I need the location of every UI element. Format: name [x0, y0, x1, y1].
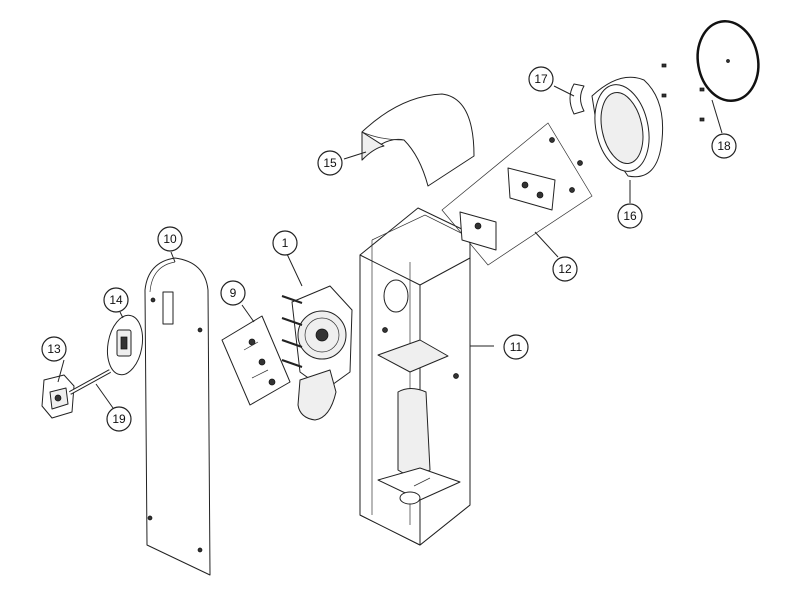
- callout-12: 12: [552, 256, 578, 282]
- callout-14-label: 14: [109, 293, 123, 307]
- callout-11-label: 11: [510, 340, 523, 354]
- callout-13-label: 13: [47, 342, 61, 356]
- part-11-cabinet: [359, 207, 471, 546]
- part-9-mounting-plate: [221, 315, 291, 406]
- callout-1-label: 1: [282, 236, 289, 250]
- part-19-rod: [69, 369, 111, 395]
- callout-10: 10: [157, 226, 183, 252]
- callout-18-label: 18: [717, 139, 731, 153]
- part-17-clip: [569, 83, 585, 115]
- callout-15: 15: [317, 150, 343, 176]
- callout-14: 14: [103, 287, 129, 313]
- part-15-top-cover: [361, 93, 475, 187]
- callout-16: 16: [617, 203, 643, 229]
- callout-16-label: 16: [623, 209, 637, 223]
- callout-17-label: 17: [534, 72, 548, 86]
- leader-lines: [57, 85, 723, 409]
- callout-9: 9: [220, 280, 246, 306]
- callout-10-label: 10: [163, 232, 177, 246]
- callout-12-label: 12: [558, 262, 572, 276]
- callout-19: 19: [106, 406, 132, 432]
- callout-9-label: 9: [230, 286, 237, 300]
- part-14-keyswitch-plate: [106, 314, 144, 376]
- callout-15-label: 15: [323, 156, 337, 170]
- callout-13: 13: [41, 336, 67, 362]
- callout-11: 11: [503, 334, 529, 360]
- part-18-gasket-ring: [661, 20, 760, 122]
- part-12-bracket-assembly: [441, 122, 593, 266]
- part-1-gearmotor: [281, 285, 353, 421]
- part-16-round-cap: [591, 76, 664, 178]
- callout-19-label: 19: [112, 412, 126, 426]
- part-13-key-lock: [41, 374, 75, 419]
- part-10-front-panel: [144, 257, 211, 576]
- callout-17: 17: [528, 66, 554, 92]
- callout-18: 18: [711, 133, 737, 159]
- callout-1: 1: [272, 230, 298, 256]
